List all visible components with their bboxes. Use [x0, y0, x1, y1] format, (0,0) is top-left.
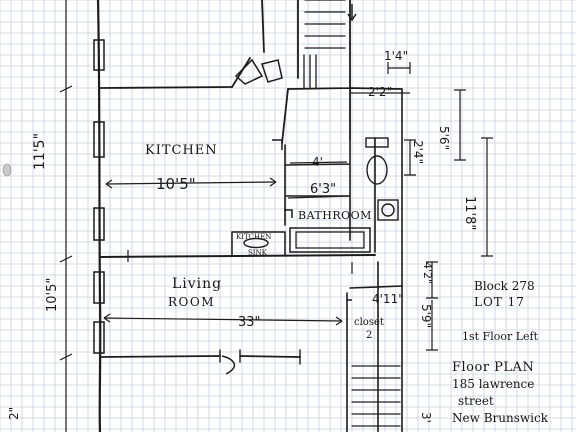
lower-wall [99, 355, 301, 358]
binder-hole-1 [2, 163, 12, 177]
closet-walls [346, 261, 403, 432]
dim-11-8-label: 11'8" [462, 196, 477, 230]
dim-lower-right-vertical [426, 261, 438, 299]
room-label-living: Living [172, 276, 222, 292]
note-address-1: 185 lawrence [452, 377, 534, 391]
annotations: Block 278 LOT 17 1st Floor Left Floor PL… [452, 279, 549, 425]
dim-33-line [103, 317, 343, 322]
note-lot: LOT 17 [474, 295, 525, 309]
note-address-2: street [458, 394, 494, 408]
lower-stair [351, 365, 401, 427]
dim-1-4-label: 1'4" [384, 49, 408, 63]
door-swing-upper-2 [261, 59, 283, 83]
dim-4-line [289, 161, 348, 164]
dim-closet-vertical [426, 300, 438, 351]
tub [289, 227, 371, 253]
stair-lines-vertical [303, 54, 317, 89]
dim-4-label: 4' [312, 155, 323, 169]
room-label-kitchen: KITCHEN [145, 143, 218, 158]
upper-stair [304, 0, 346, 49]
counter-box [231, 231, 286, 257]
dim-2-bottom-label: 2" [7, 407, 21, 420]
arrow-mark [347, 4, 357, 22]
room-labels: KITCHEN Living ROOM BATHROOM KITCHEN SIN… [145, 143, 384, 341]
door-swing-bath [284, 209, 293, 218]
dim-3-bottom-label: 3' [419, 412, 433, 423]
dim-counter-ticks [127, 250, 353, 274]
dim-33-label: 33" [238, 315, 261, 330]
dim-2-2-label: 2'2" [368, 85, 392, 99]
door-swing-kitchen [272, 139, 283, 150]
upper-hall-wall [231, 0, 351, 141]
dim-11-8-vertical [481, 137, 493, 257]
exterior-wall-left [96, 0, 102, 432]
dim-5-9-label: 5'9" [419, 304, 433, 328]
wall-lines [93, 0, 403, 432]
dim-2-4-label: 2'4" [411, 140, 425, 164]
kitchen-sink-label: KITCHEN [236, 233, 271, 241]
dim-6-3-label: 6'3" [310, 182, 336, 197]
exterior-wall-left-windows [93, 39, 105, 354]
window-left-1 [93, 39, 105, 71]
dim-10-5-line [105, 181, 277, 185]
binder-holes [2, 163, 12, 177]
lower-wall-2 [219, 349, 301, 365]
bath-right-wall [374, 89, 403, 432]
note-block: Block 278 [474, 279, 535, 293]
dim-33-arrows [103, 313, 343, 326]
stair-arrow [347, 4, 357, 22]
window-left-3 [93, 207, 105, 241]
dimension-labels: 1'4" 2'2" 5'6" 4' 2'4" 10'5" 6'3" 11'5" … [7, 49, 477, 423]
dim-5-6-label: 5'6" [437, 126, 451, 150]
counter-wall [99, 254, 376, 258]
dim-2-4-vertical [404, 139, 416, 176]
bath-sink [377, 199, 399, 221]
dim-10-5-left-label: 10'5" [45, 278, 60, 312]
kitchen-door-right [281, 88, 289, 144]
closet-number: 2 [366, 330, 372, 341]
door-swing-lower [221, 355, 236, 375]
toilet-bowl [366, 155, 388, 185]
note-address-3: New Brunswick [452, 411, 549, 425]
dimension-lines [59, 0, 493, 432]
room-label-room: ROOM [168, 295, 215, 309]
dim-5-6-vertical [454, 89, 466, 161]
dim-left-ticks [59, 85, 73, 361]
bath-wall [284, 139, 351, 241]
dim-10-5-label: 10'5" [156, 175, 196, 193]
kitchen-sink-basin [243, 237, 269, 249]
dim-4-2-label: 4'2" [421, 262, 434, 284]
closet-label: closet [354, 317, 384, 328]
dim-1-4-line [387, 62, 411, 74]
toilet-tank [365, 137, 389, 148]
window-left-4 [93, 271, 105, 304]
dim-11-5-label: 11'5" [32, 133, 48, 170]
kitchen-sink-label-2: SINK [248, 249, 268, 257]
kitchen-top-wall [99, 86, 403, 90]
note-floor: 1st Floor Left [462, 330, 539, 343]
door-swing-upper [234, 58, 264, 85]
window-left-2 [93, 121, 105, 158]
door-swings [221, 58, 352, 375]
room-label-bathroom: BATHROOM [298, 209, 372, 222]
fixtures [243, 137, 399, 249]
dim-10-5-arrows [105, 177, 277, 189]
window-left-5 [93, 321, 105, 354]
dim-4-11-label: 4'11" [372, 292, 404, 306]
note-plan-title: Floor PLAN [452, 360, 534, 375]
tub-inner [295, 231, 365, 249]
dim-6-3-line [287, 195, 349, 199]
bath-sink-basin [381, 203, 395, 217]
